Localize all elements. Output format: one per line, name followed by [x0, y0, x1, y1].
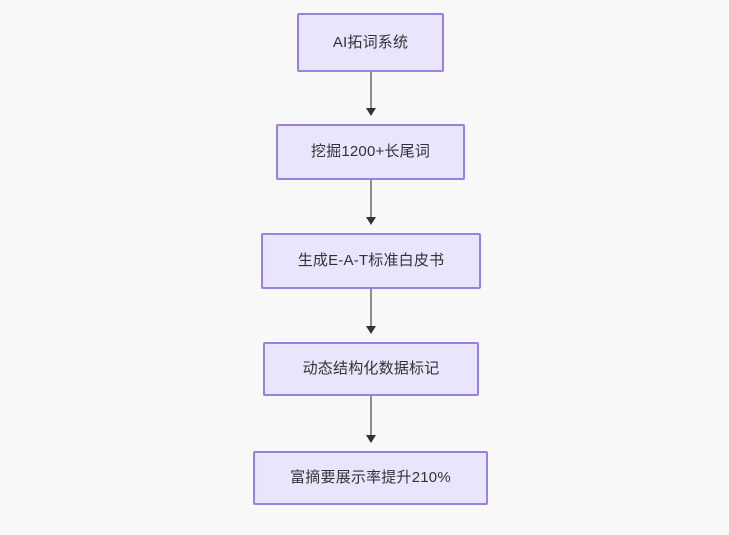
flow-node-ai-keyword-system[interactable]: AI拓词系统 [297, 13, 444, 72]
flow-node-rich-snippet-rate-increase[interactable]: 富摘要展示率提升210% [253, 451, 488, 505]
edge-line [370, 289, 372, 326]
flow-node-label: 生成E-A-T标准白皮书 [297, 252, 445, 269]
arrowhead-icon [366, 217, 376, 225]
edge-line [370, 72, 372, 108]
flow-node-label: AI拓词系统 [332, 33, 409, 51]
arrowhead-icon [366, 108, 376, 116]
flow-node-dynamic-structured-data-markup[interactable]: 动态结构化数据标记 [263, 342, 479, 396]
flow-node-generate-eat-whitepaper[interactable]: 生成E-A-T标准白皮书 [261, 233, 481, 289]
arrowhead-icon [366, 435, 376, 443]
flow-node-label: 动态结构化数据标记 [302, 360, 440, 377]
arrowhead-icon [366, 326, 376, 334]
flow-node-label: 富摘要展示率提升210% [290, 469, 451, 486]
edge-line [370, 396, 372, 435]
flow-node-label: 挖掘1200+长尾词 [310, 143, 431, 160]
flow-node-mine-longtail-keywords[interactable]: 挖掘1200+长尾词 [276, 124, 465, 180]
edge-line [370, 180, 372, 217]
